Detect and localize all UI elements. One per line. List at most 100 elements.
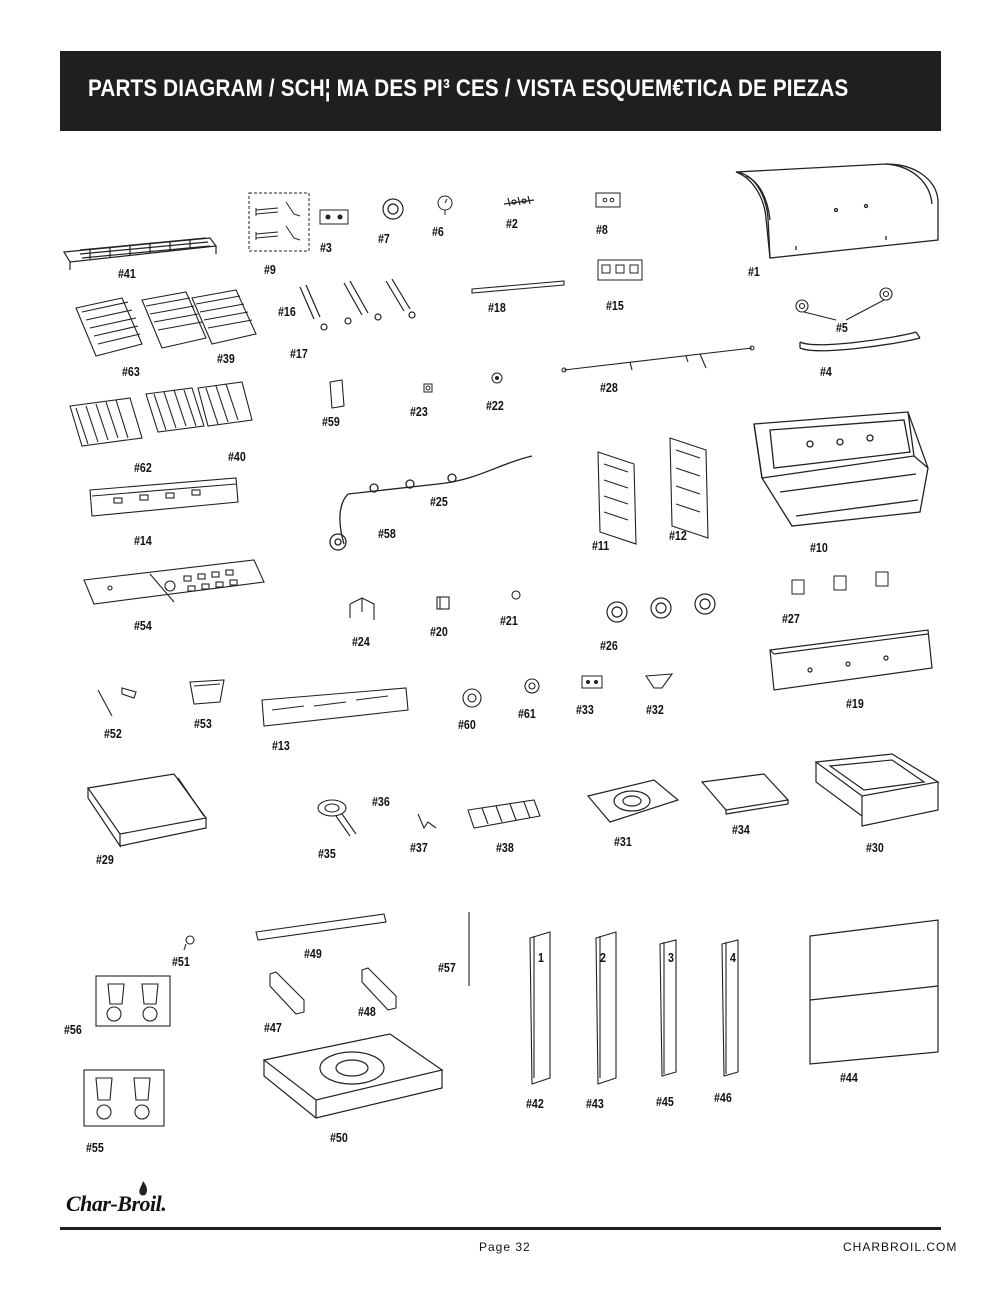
part-19-drawing [764,626,940,701]
part-40-label: #40 [228,449,246,464]
part-61-label: #61 [518,706,536,721]
part-33-drawing [580,674,606,697]
part-57-drawing [462,910,476,995]
part-43-drawing [592,928,622,1093]
part-16-label: #16 [278,304,296,319]
part-53-label: #53 [194,716,212,731]
part-50-label: #50 [330,1130,348,1145]
part-24-drawing [346,594,378,629]
part-29-label: #29 [96,852,114,867]
footer-rule [60,1227,941,1230]
part-7-drawing [380,197,408,230]
part-63-label: #63 [122,364,140,379]
part-47-label: #47 [264,1020,282,1035]
part-61-drawing [522,676,542,703]
part-39-label: #39 [217,351,235,366]
part-35-label: #35 [318,846,336,861]
part-58-label: #58 [378,526,396,541]
part-15-drawing [596,258,646,289]
part-9-drawing [248,192,310,259]
part-18-drawing [470,277,570,302]
part-53-drawing [186,676,230,713]
part-33-label: #33 [576,702,594,717]
part-2-label: #2 [506,216,518,231]
part-36-label: #36 [372,794,390,809]
part-25-label: #25 [430,494,448,509]
part-14-label: #14 [134,533,152,548]
website-url: CHARBROIL.COM [843,1240,958,1254]
brand-logo: Char-Broil. [66,1191,167,1216]
part-11-drawing [594,448,644,553]
part-30-drawing [812,752,942,837]
part-16-drawing [290,275,440,340]
part-34-label: #34 [732,822,750,837]
part-56-drawing [94,974,174,1035]
part-46-label: #46 [714,1090,732,1105]
part-3-label: #3 [320,240,332,255]
part-4-label: #4 [820,364,832,379]
part-8-label: #8 [596,222,608,237]
part-49-label: #49 [304,946,322,961]
part-50-drawing [260,1030,446,1129]
part-9-label: #9 [264,262,276,277]
part-55-drawing [82,1068,168,1135]
part-10-label: #10 [810,540,828,555]
part-37-drawing [414,810,440,839]
part-11-label: #11 [592,538,610,553]
part-54-label: #54 [134,618,152,633]
part-38-drawing [464,796,544,841]
part-60-label: #60 [458,717,476,732]
part-22-drawing [490,370,504,391]
part-5-drawing [790,284,900,329]
part-27-label: #27 [782,611,800,626]
part-14-drawing [86,474,246,529]
part-52-label: #52 [104,726,122,741]
part-12-drawing [666,434,716,547]
part-32-label: #32 [646,702,664,717]
part-31-label: #31 [614,834,632,849]
part-20-drawing [434,594,454,619]
part-35-drawing [312,796,362,847]
part-43-label: #43 [586,1096,604,1111]
part-6-drawing [435,193,455,222]
part-10-drawing [740,408,940,543]
part-63-drawing [72,288,262,373]
part-15-label: #15 [606,298,624,313]
part-29-drawing [84,770,214,855]
part-7-label: #7 [378,231,390,246]
part-12-label: #12 [669,528,687,543]
part-28-drawing [560,344,760,383]
part-22-label: #22 [486,398,504,413]
part-44-drawing [806,918,942,1073]
part-1-drawing [726,160,946,275]
part-45-label: #45 [656,1094,674,1109]
part-6-label: #6 [432,224,444,239]
part-59-label: #59 [322,414,340,429]
part-51-label: #51 [172,954,190,969]
part-42-label: #42 [526,1096,544,1111]
leg-number-1: 1 [538,950,544,965]
part-32-drawing [644,670,676,699]
part-21-label: #21 [500,613,518,628]
part-24-label: #24 [352,634,370,649]
part-8-drawing [594,191,624,216]
part-47-drawing [266,970,310,1025]
leg-number-4: 4 [730,950,736,965]
part-26-drawing [603,592,723,633]
page-header: PARTS DIAGRAM / SCH¦ MA DES PI³ CES / VI… [60,51,941,131]
part-21-drawing [509,588,523,607]
part-19-label: #19 [846,696,864,711]
part-27-drawing [788,570,898,605]
part-62-label: #62 [134,460,152,475]
part-41-label: #41 [118,266,136,281]
leg-number-3: 3 [668,950,674,965]
part-52-drawing [94,682,140,727]
part-34-drawing [698,770,792,825]
part-20-label: #20 [430,624,448,639]
part-23-label: #23 [410,404,428,419]
part-2-drawing [500,192,540,217]
part-4-drawing [796,328,926,363]
part-46-drawing [718,938,744,1083]
part-38-label: #38 [496,840,514,855]
part-5-label: #5 [836,320,848,335]
